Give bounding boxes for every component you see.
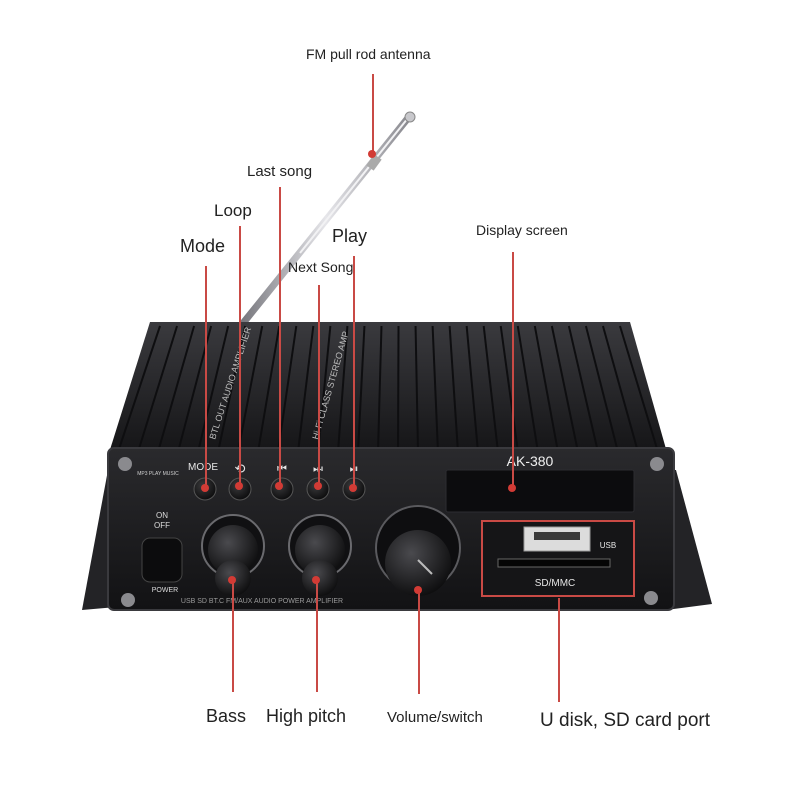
previous-icon: ⏮ (277, 462, 287, 475)
mode-leader (205, 266, 207, 486)
heatsink-fin (431, 325, 439, 453)
port-leader (558, 598, 560, 702)
loop-callout: Loop (214, 201, 252, 220)
antenna-callout: FM pull rod antenna (306, 46, 431, 62)
last-song-leader (279, 187, 281, 485)
mode-callout: Mode (180, 236, 226, 256)
antenna-leader (372, 74, 374, 154)
heatsink-fin (297, 325, 315, 453)
heatsink-fin (567, 325, 599, 453)
heatsink-fin (197, 325, 230, 453)
heatsink-fin (397, 325, 400, 453)
bass-leader (232, 580, 234, 692)
heatsink-fin (317, 325, 332, 453)
heatsink-fin (601, 325, 639, 453)
sd-mmc-label: SD/MMC (535, 578, 576, 589)
heatsink-fin (584, 325, 619, 453)
last-song-callout: Last song (247, 163, 313, 180)
heatsink-fin (237, 325, 264, 453)
loop-marker (235, 482, 243, 490)
high-pitch-marker (312, 576, 320, 584)
heatsink-fin (157, 325, 196, 453)
bass-callout: Bass (206, 706, 247, 726)
bass-marker (228, 576, 236, 584)
port-panel (481, 520, 635, 597)
heatsink-fin (137, 325, 178, 453)
antenna-marker (368, 150, 376, 158)
model-name: AK-380 (507, 453, 554, 469)
heatsink-fin (550, 325, 579, 453)
heatsink-fin (337, 325, 349, 453)
play-callout: Play (332, 226, 368, 246)
heatsink-fin (619, 325, 659, 453)
heatsink-fin (414, 325, 419, 453)
port-callout: U disk, SD card port (540, 710, 710, 731)
play-marker (349, 484, 357, 492)
next-song-leader (318, 285, 320, 485)
power-switch (141, 537, 183, 583)
heatsink-fin (377, 325, 383, 453)
next-song-callout: Next Song (288, 259, 354, 275)
display-marker (508, 484, 516, 492)
heatsink-fin (117, 325, 161, 453)
heatsink-fin (448, 325, 459, 453)
heatsink-fin (533, 325, 559, 453)
heatsink-fin (257, 325, 281, 453)
off-label: OFF (154, 521, 170, 530)
heatsink-fin (499, 325, 519, 453)
high-pitch-leader (316, 580, 318, 692)
heatsink-fin (465, 325, 479, 453)
next-song-marker (314, 482, 322, 490)
knobs (201, 505, 461, 596)
footer-text: USB SD BT.C FM/AUX AUDIO POWER AMPLIFIER (181, 598, 343, 605)
display-leader (512, 252, 514, 488)
volume-switch-callout: Volume/switch (387, 709, 483, 726)
loop-leader (239, 226, 241, 484)
heatsink-fin (277, 325, 298, 453)
mode-marker (201, 484, 209, 492)
heatsink-fin (357, 325, 366, 453)
heatsink-fin (516, 325, 539, 453)
antenna (240, 111, 416, 326)
mode-button-label: MODE (188, 462, 218, 473)
mp3-badge: MP3 PLAY MUSIC (137, 471, 179, 477)
power-label: POWER (152, 587, 178, 594)
top-housing (108, 322, 668, 456)
usb-label: USB (600, 541, 616, 550)
high-pitch-callout: High pitch (266, 706, 347, 726)
volume-leader (418, 590, 420, 694)
heatsink-fin (482, 325, 499, 453)
display-window (445, 469, 635, 513)
last-song-marker (275, 482, 283, 490)
play-leader (353, 256, 355, 486)
volume-marker (414, 586, 422, 594)
on-label: ON (156, 511, 168, 520)
display-screen-callout: Display screen (476, 222, 568, 238)
